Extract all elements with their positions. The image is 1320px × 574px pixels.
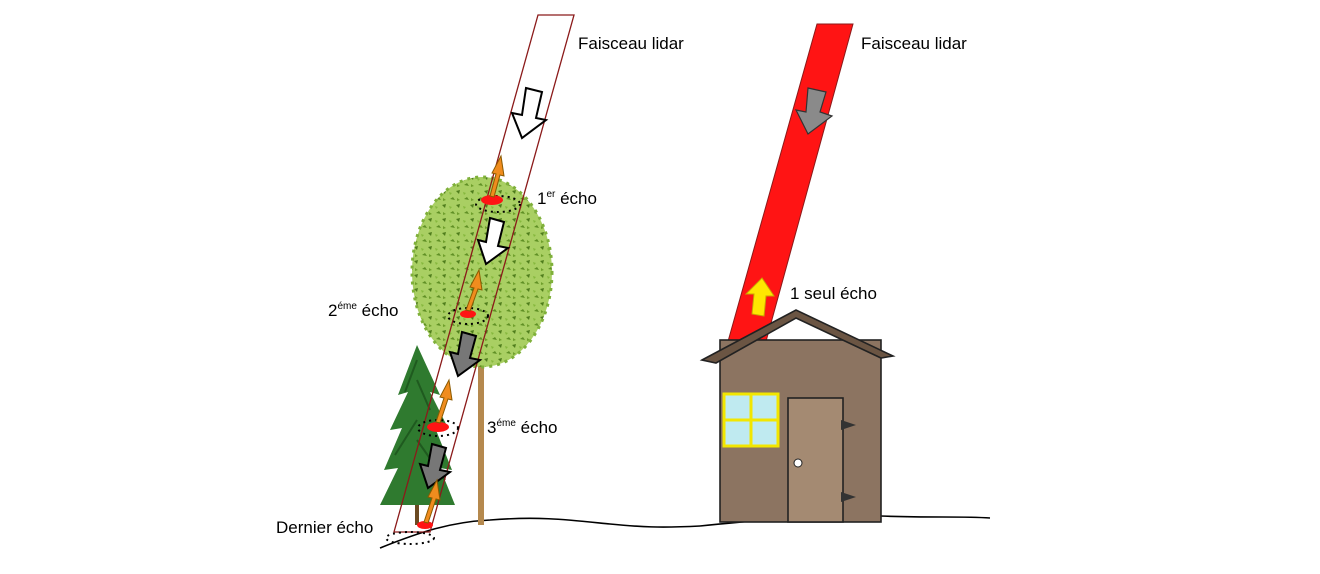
incoming-arrows-left bbox=[418, 86, 549, 490]
echo-1-label: 1er écho bbox=[537, 189, 597, 208]
conifer-tree bbox=[380, 345, 455, 525]
door-hinge-bottom bbox=[841, 492, 856, 502]
echo-arrow-right bbox=[744, 277, 775, 317]
last-echo-label: Dernier écho bbox=[276, 518, 374, 537]
echo-3-label: 3éme écho bbox=[487, 418, 558, 437]
beam-right-label: Faisceau lidar bbox=[861, 34, 967, 53]
lidar-beam-left bbox=[393, 14, 575, 533]
incoming-arrow-right bbox=[794, 87, 834, 135]
door-knob bbox=[793, 458, 803, 468]
ground-line-left bbox=[379, 517, 701, 549]
beam-left-label: Faisceau lidar bbox=[578, 34, 684, 53]
hit-points bbox=[417, 195, 503, 529]
house-roof bbox=[699, 309, 896, 364]
door-hinge-top bbox=[841, 420, 856, 430]
echo-2-label: 2éme écho bbox=[328, 301, 399, 320]
echo-arrows-left bbox=[423, 154, 505, 524]
deciduous-tree bbox=[410, 175, 554, 525]
echo-markers-left bbox=[385, 195, 521, 545]
single-echo-label: 1 seul écho bbox=[790, 284, 877, 303]
house bbox=[699, 309, 896, 523]
